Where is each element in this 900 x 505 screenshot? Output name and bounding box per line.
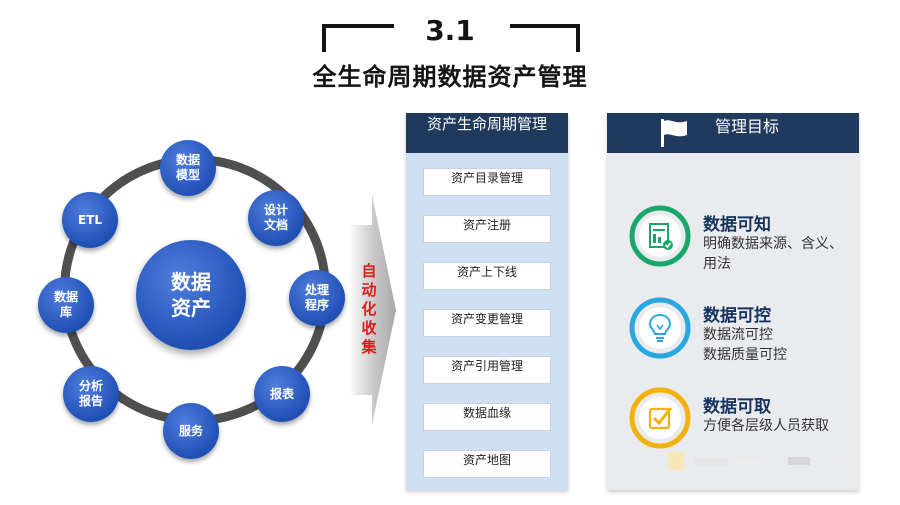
stage-lineage: 数据血缘 [423, 403, 551, 431]
lifecycle-panel-title: 资产生命周期管理 [406, 113, 568, 153]
node-reports: 报表 [254, 366, 310, 422]
goal-title-controllable: 数据可控 [703, 306, 771, 326]
node-database: 数据 库 [38, 277, 94, 333]
page-title: 全生命周期数据资产管理 [312, 63, 588, 91]
goal-title-knowable: 数据可知 [703, 215, 771, 235]
goals-panel-title: 管理目标 [715, 117, 780, 136]
stage-reference: 资产引用管理 [423, 356, 551, 384]
stage-catalog: 资产目录管理 [423, 168, 551, 196]
stage-asset-map: 资产地图 [423, 450, 551, 478]
flag-icon [661, 119, 687, 147]
collection-arrow [348, 195, 396, 425]
title-bracket [322, 24, 580, 52]
goals-panel-header: 管理目标 [607, 113, 859, 153]
lifecycle-panel: 资产生命周期管理 资产目录管理 资产注册 资产上下线 资产变更管理 资产引用管理… [406, 113, 568, 490]
center-node-data-assets: 数据 资产 [136, 240, 246, 350]
checkbox-icon [629, 387, 691, 449]
goals-panel: 管理目标 数据可知 明确数据来源、含义、用法 数据可控 数据流可控 数据质量可控… [607, 113, 859, 490]
node-analysis-reports: 分析 报告 [63, 366, 119, 422]
watermark-strip [668, 452, 842, 470]
node-services: 服务 [163, 403, 219, 459]
node-data-model: 数据 模型 [160, 140, 216, 196]
auto-collect-label: 自 动 化 收 集 [361, 262, 377, 356]
stage-registration: 资产注册 [423, 215, 551, 243]
goal-desc-controllable: 数据流可控 数据质量可控 [703, 327, 787, 363]
section-number: 3.1 [425, 14, 475, 47]
goal-desc-knowable: 明确数据来源、含义、用法 [703, 236, 843, 272]
node-etl: ETL [62, 192, 118, 248]
lightbulb-icon [629, 297, 691, 359]
stage-change: 资产变更管理 [423, 309, 551, 337]
goal-desc-accessible: 方便各层级人员获取 [703, 418, 829, 434]
stage-online-offline: 资产上下线 [423, 262, 551, 290]
node-design-docs: 设计 文档 [248, 190, 304, 246]
document-chart-icon [629, 205, 691, 267]
node-processing: 处理 程序 [289, 270, 345, 326]
goal-title-accessible: 数据可取 [703, 397, 771, 417]
